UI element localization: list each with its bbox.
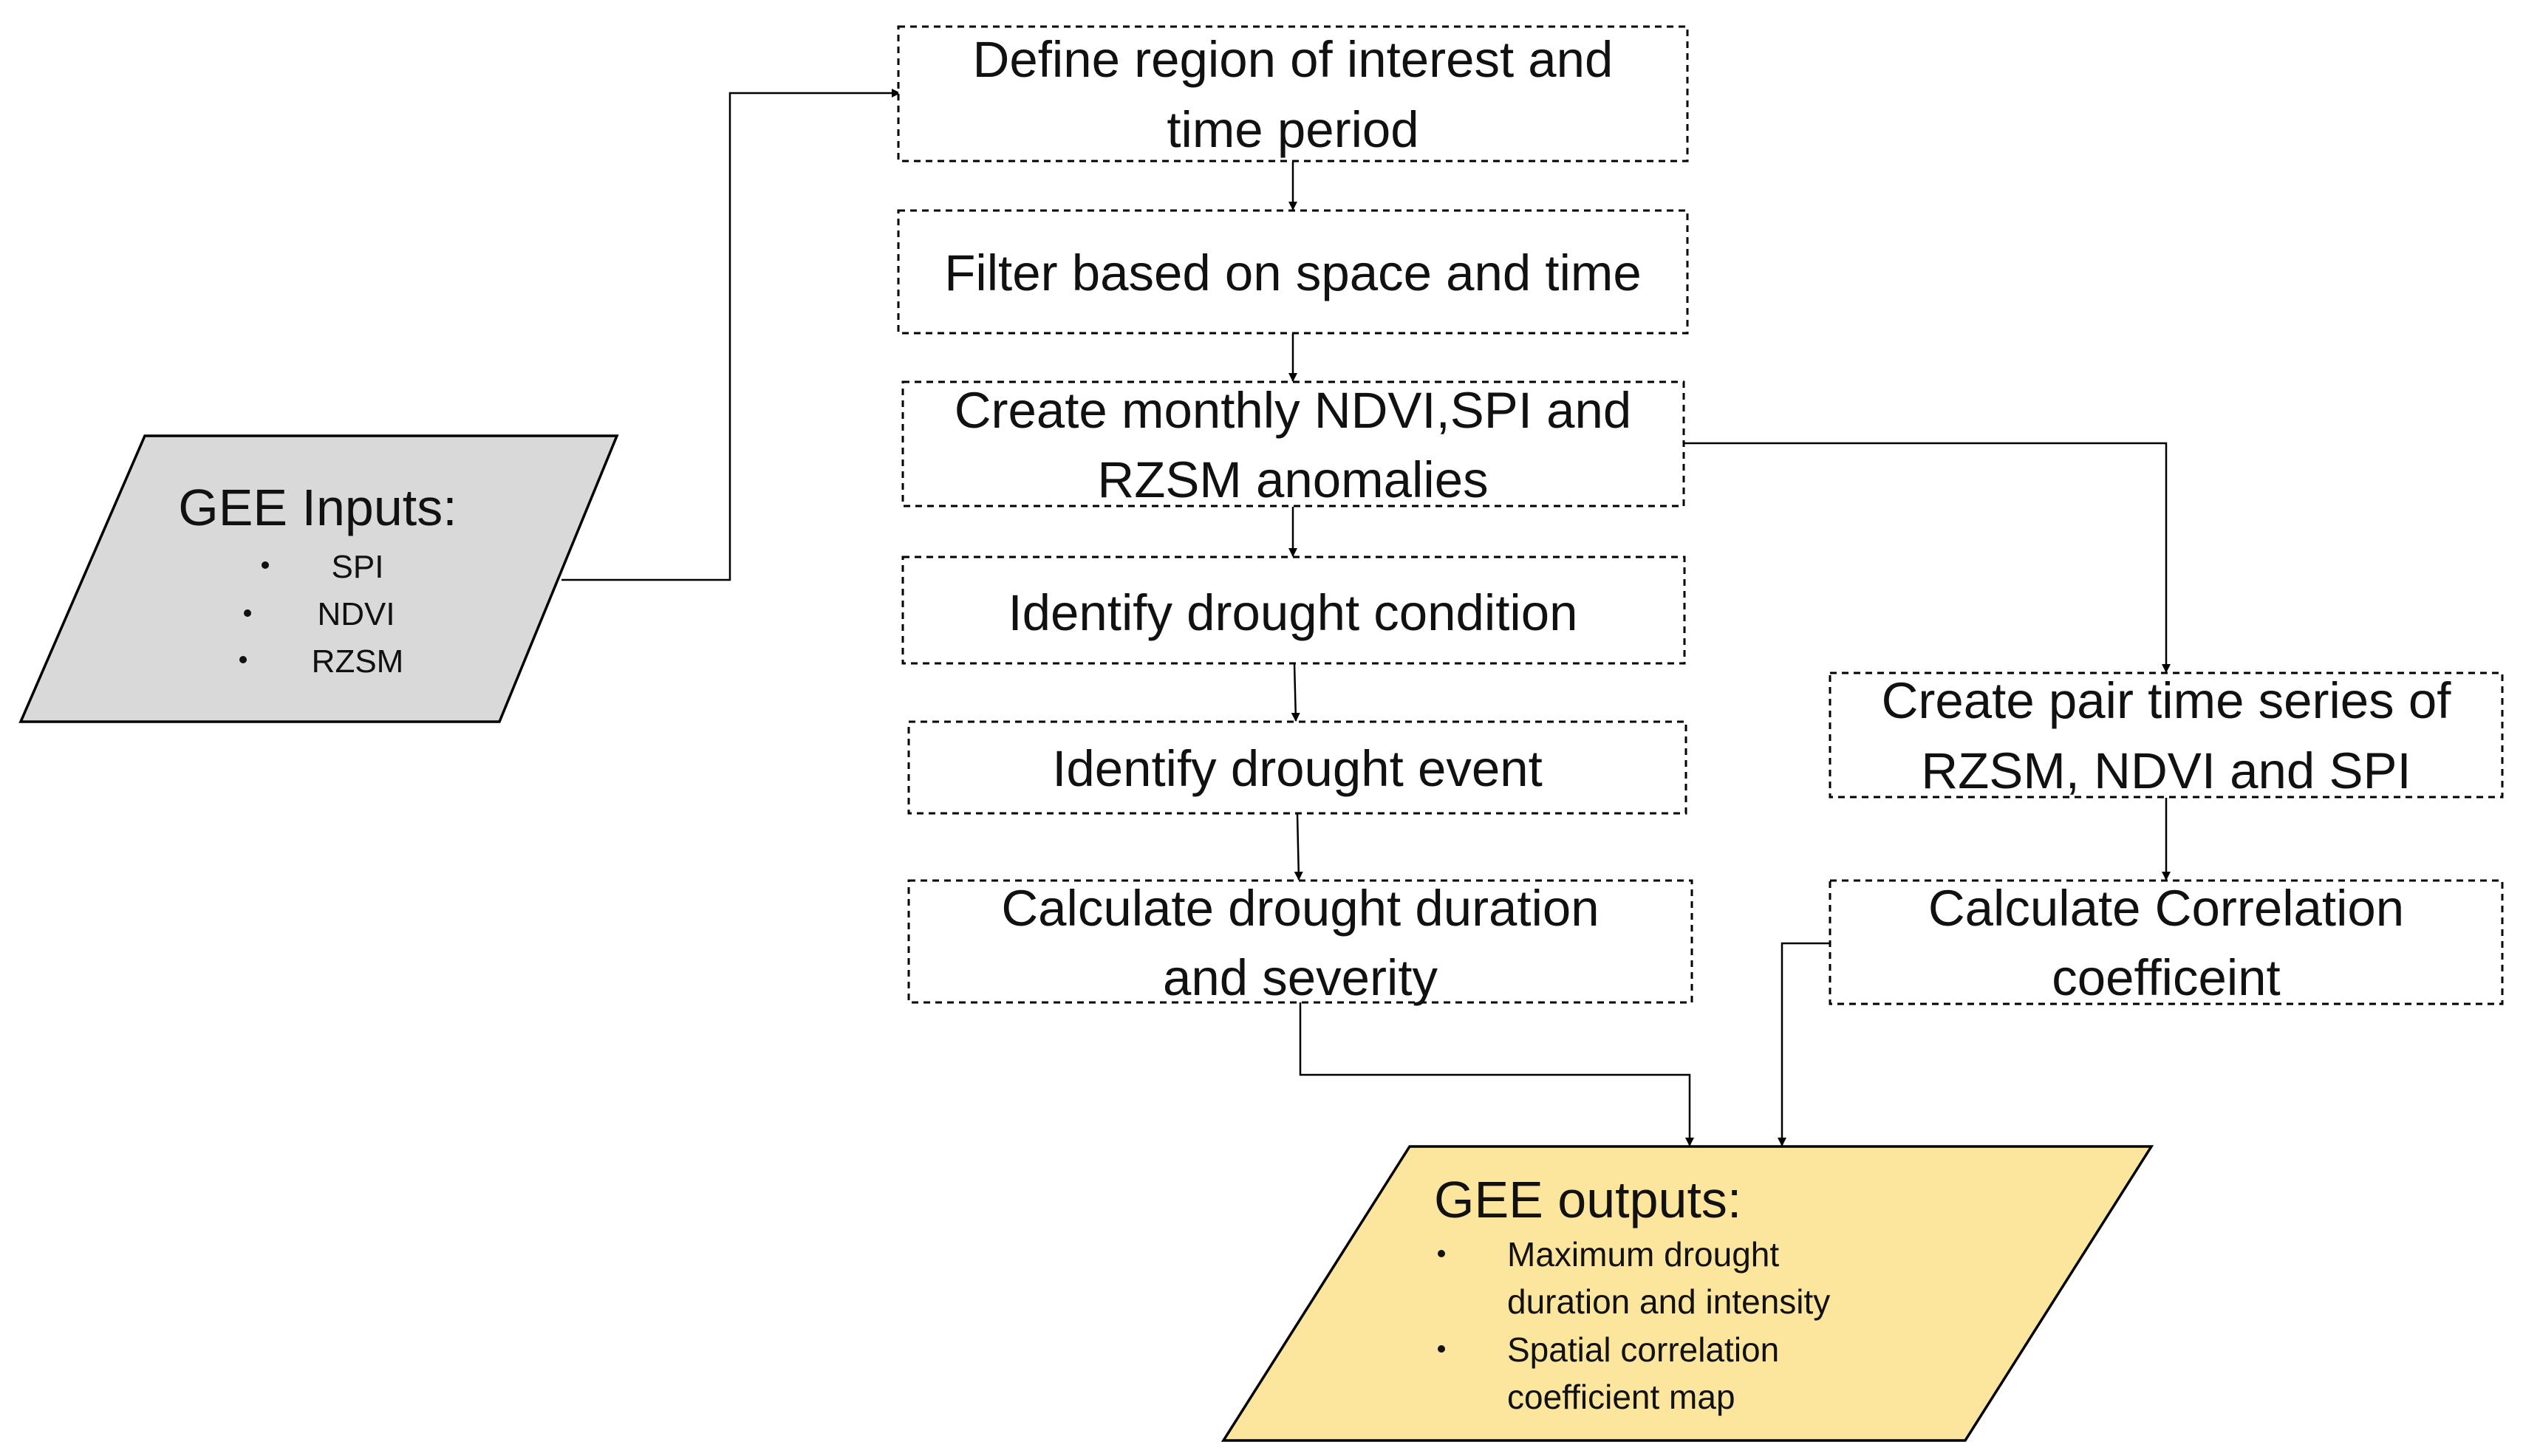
branch-step-1-line-2: RZSM, NDVI and SPI — [1921, 742, 2411, 799]
connector-correlation-to-output — [1778, 942, 1830, 1146]
output-parallelogram — [1220, 1145, 2154, 1442]
input-item-2: NDVI — [317, 596, 395, 632]
process-step-4: Identify drought condition — [901, 556, 1686, 665]
branch-box-2 — [1829, 879, 2504, 1005]
input-node: GEE Inputs: SPI NDVI RZSM — [18, 434, 619, 723]
process-step-3-line-2: RZSM anomalies — [1097, 451, 1488, 508]
process-step-3: Create monthly NDVI,SPI and RZSM anomali… — [901, 380, 1685, 508]
process-step-2: Filter based on space and time — [897, 209, 1689, 335]
output-title: GEE outputs: — [1434, 1171, 1741, 1228]
output-bullet-1 — [1438, 1250, 1445, 1257]
process-box-4 — [901, 556, 1686, 665]
process-step-1-line-1: Define region of interest and — [973, 31, 1614, 88]
output-node: GEE outputs: Maximum drought duration an… — [1220, 1145, 2154, 1442]
input-item-1: SPI — [332, 549, 384, 585]
output-item-1-line-2: duration and intensity — [1507, 1282, 1830, 1321]
branch-step-2-line-2: coefficeint — [2052, 949, 2280, 1006]
process-box-3 — [901, 380, 1685, 507]
process-step-5-line-1: Identify drought event — [1052, 740, 1543, 797]
connector-input-to-define — [561, 89, 901, 581]
process-step-2-line-1: Filter based on space and time — [944, 245, 1642, 301]
process-step-6-line-1: Calculate drought duration — [1001, 880, 1599, 937]
input-title: GEE Inputs: — [178, 479, 457, 536]
branch-step-1: Create pair time series of RZSM, NDVI an… — [1829, 671, 2504, 799]
connector-duration-to-output — [1299, 1002, 1694, 1146]
input-parallelogram — [18, 434, 619, 723]
input-bullet-1 — [262, 561, 269, 569]
output-bullet-2 — [1438, 1345, 1445, 1353]
branch-step-2-line-1: Calculate Correlation — [1928, 880, 2404, 937]
process-step-6-line-2: and severity — [1163, 949, 1438, 1006]
connector-event-to-duration — [1294, 813, 1303, 881]
input-item-3: RZSM — [312, 643, 404, 680]
connector-condition-to-event — [1291, 663, 1300, 722]
process-step-1-line-2: time period — [1167, 101, 1418, 158]
output-item-2-line-1: Spatial correlation — [1507, 1330, 1779, 1369]
branch-box-1 — [1829, 671, 2504, 799]
process-box-6 — [907, 879, 1693, 1004]
process-step-4-line-1: Identify drought condition — [1008, 584, 1577, 641]
connectors — [561, 89, 2171, 1146]
process-box-2 — [897, 209, 1689, 335]
process-step-1: Define region of interest and time perio… — [897, 25, 1689, 163]
branch-step-1-line-1: Create pair time series of — [1882, 672, 2452, 729]
input-bullet-3 — [239, 656, 247, 663]
input-bullet-2 — [244, 609, 251, 617]
connector-monthly-to-pair-series — [1684, 442, 2171, 673]
branch-step-2: Calculate Correlation coefficeint — [1829, 879, 2504, 1006]
output-item-1-line-1: Maximum drought — [1507, 1235, 1779, 1274]
output-item-2-line-2: coefficient map — [1507, 1378, 1735, 1416]
process-step-6: Calculate drought duration and severity — [907, 879, 1693, 1006]
process-step-3-line-1: Create monthly NDVI,SPI and — [955, 382, 1632, 439]
process-step-5: Identify drought event — [907, 720, 1687, 815]
process-box-1 — [897, 25, 1689, 163]
process-box-5 — [907, 720, 1687, 815]
